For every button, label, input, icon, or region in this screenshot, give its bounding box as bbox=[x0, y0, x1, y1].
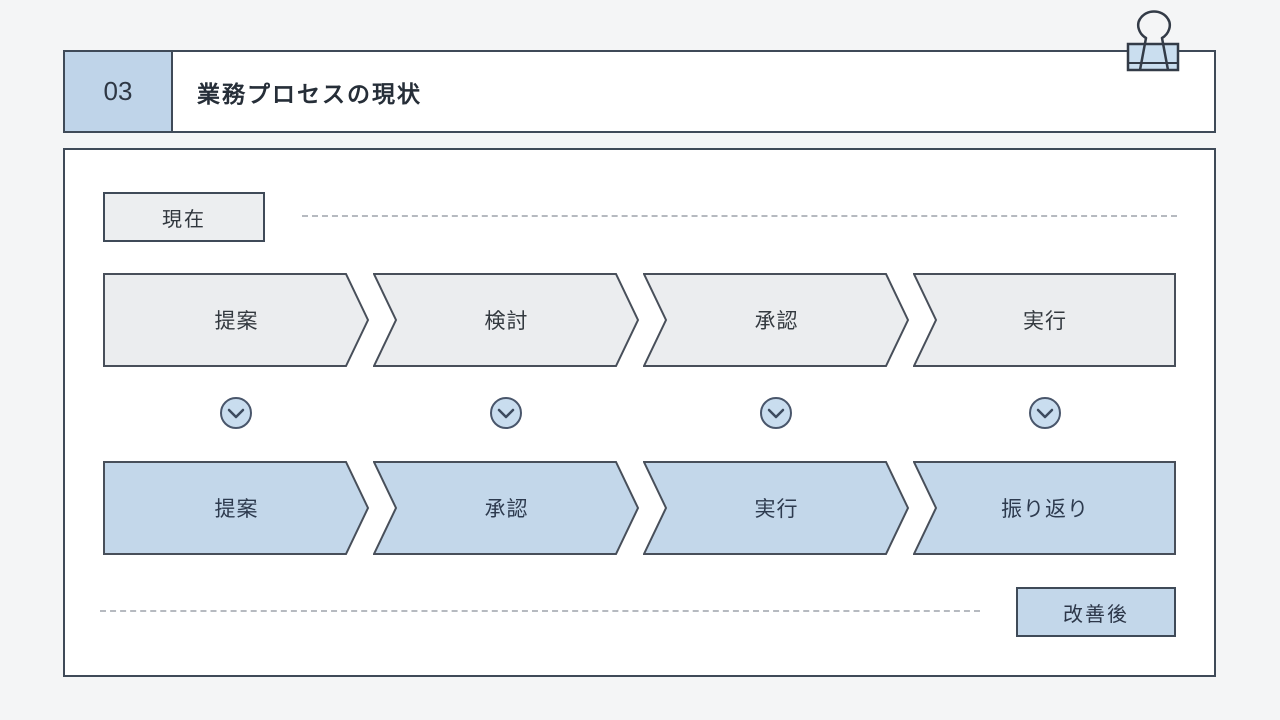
chevron-down-circle-icon bbox=[760, 397, 792, 429]
process-step: 検討 bbox=[373, 273, 640, 367]
process-step-label: 振り返り bbox=[1001, 498, 1089, 521]
process-step-label: 実行 bbox=[1023, 310, 1067, 333]
process-step: 承認 bbox=[373, 461, 640, 555]
page-number-badge: 03 bbox=[63, 50, 173, 133]
page-title: 業務プロセスの現状 bbox=[197, 80, 422, 107]
process-step-label: 承認 bbox=[754, 310, 799, 333]
improved-label-box: 改善後 bbox=[1016, 587, 1176, 637]
process-step: 実行 bbox=[643, 461, 910, 555]
current-label: 現在 bbox=[162, 208, 206, 231]
current-label-box: 現在 bbox=[103, 192, 265, 242]
process-step: 実行 bbox=[913, 273, 1177, 367]
chevron-down-circle-icon bbox=[220, 397, 252, 429]
top-dashed-divider bbox=[302, 215, 1177, 217]
process-step: 提案 bbox=[103, 273, 370, 367]
process-step-label: 検討 bbox=[484, 310, 529, 333]
process-step: 提案 bbox=[103, 461, 370, 555]
process-step-label: 実行 bbox=[754, 498, 799, 521]
chevron-down-circle-icon bbox=[490, 397, 522, 429]
process-step-label: 承認 bbox=[484, 498, 529, 521]
process-step: 振り返り bbox=[913, 461, 1177, 555]
chevron-down-circle-icon bbox=[1029, 397, 1061, 429]
binder-clip-icon bbox=[1126, 10, 1180, 72]
improved-label: 改善後 bbox=[1063, 603, 1129, 626]
process-step-label: 提案 bbox=[214, 310, 259, 333]
page-number: 03 bbox=[103, 76, 133, 106]
process-step-label: 提案 bbox=[214, 498, 259, 521]
bottom-dashed-divider bbox=[100, 610, 980, 612]
slide-header bbox=[63, 50, 1216, 133]
process-step: 承認 bbox=[643, 273, 910, 367]
